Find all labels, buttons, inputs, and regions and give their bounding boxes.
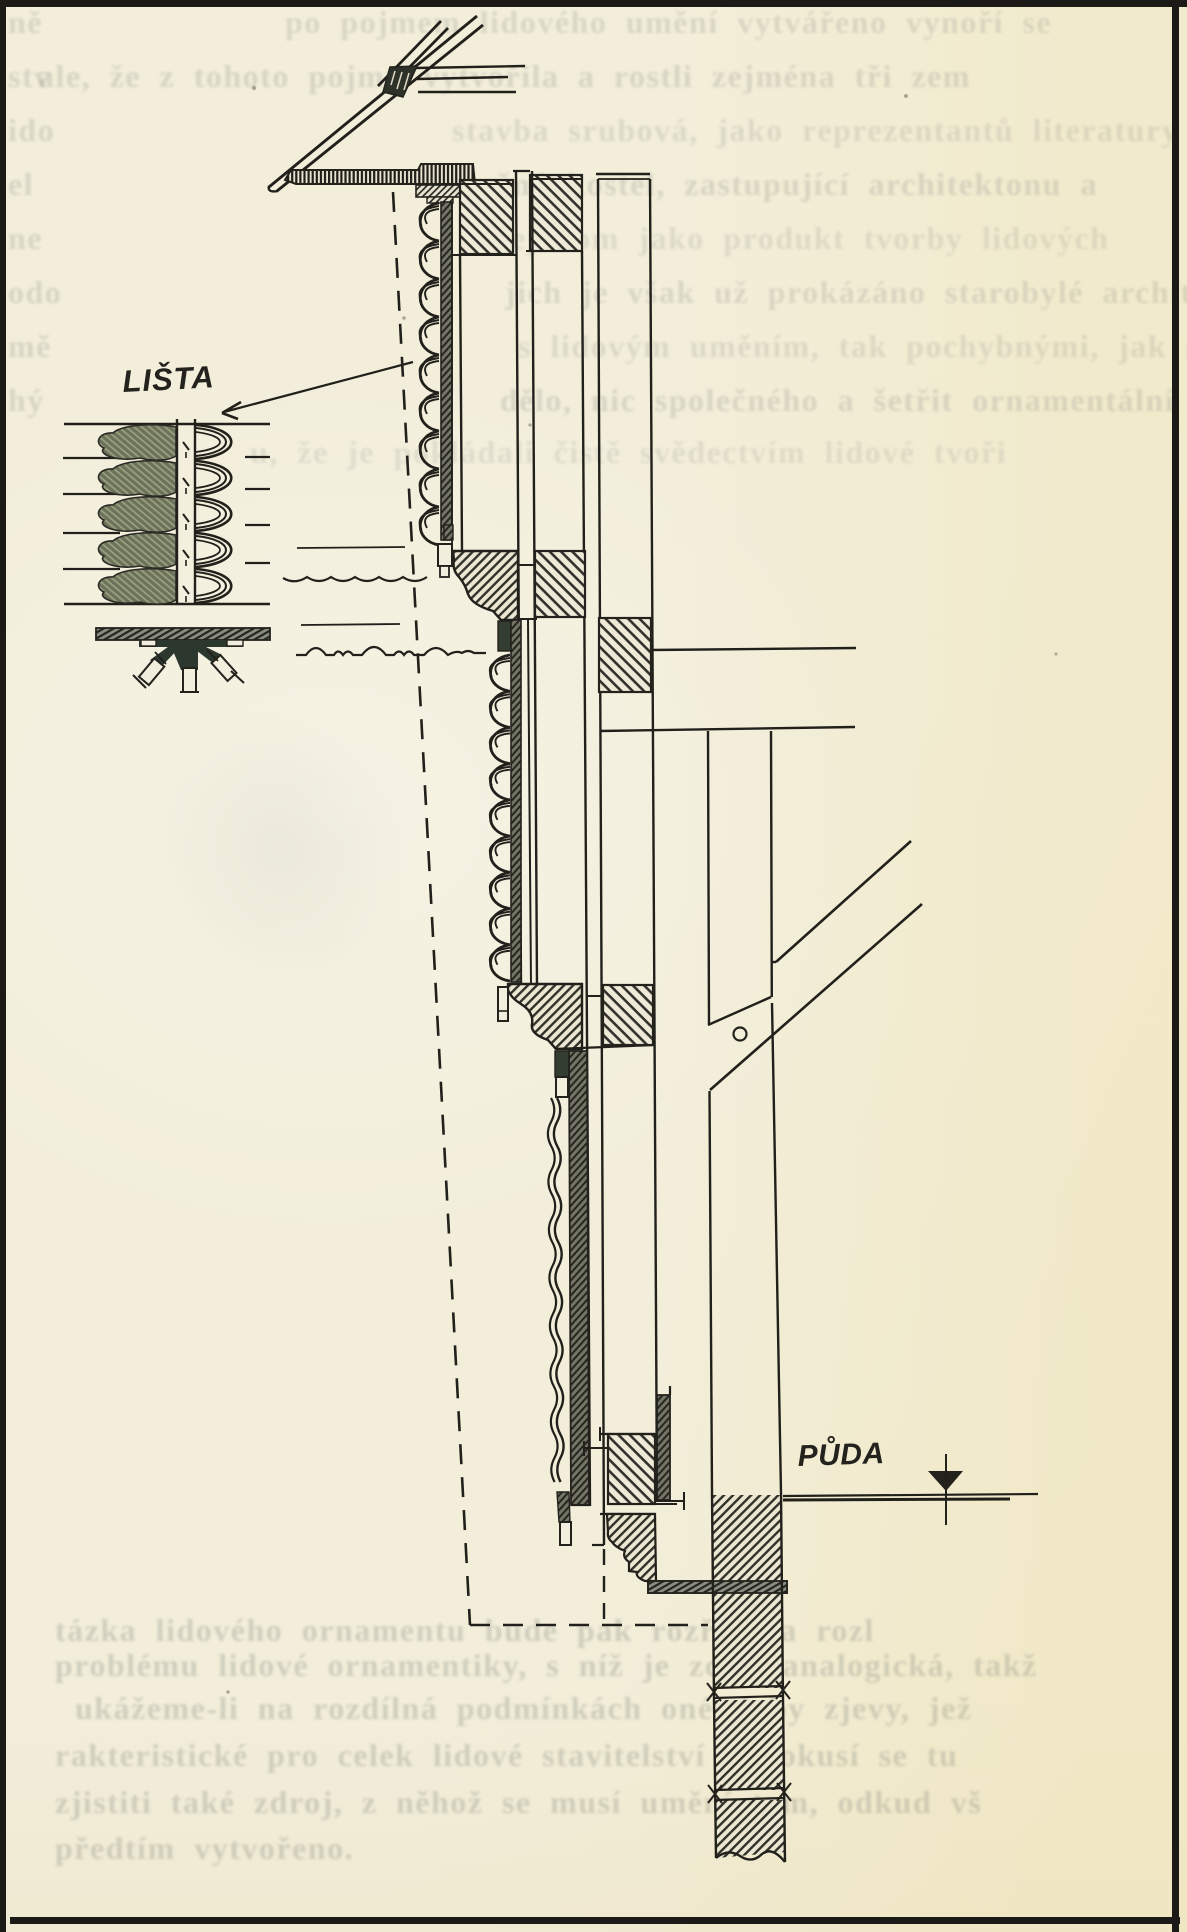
svg-text:PŮDA: PŮDA: [797, 1434, 885, 1473]
svg-text:LIŠTA: LIŠTA: [121, 358, 215, 399]
